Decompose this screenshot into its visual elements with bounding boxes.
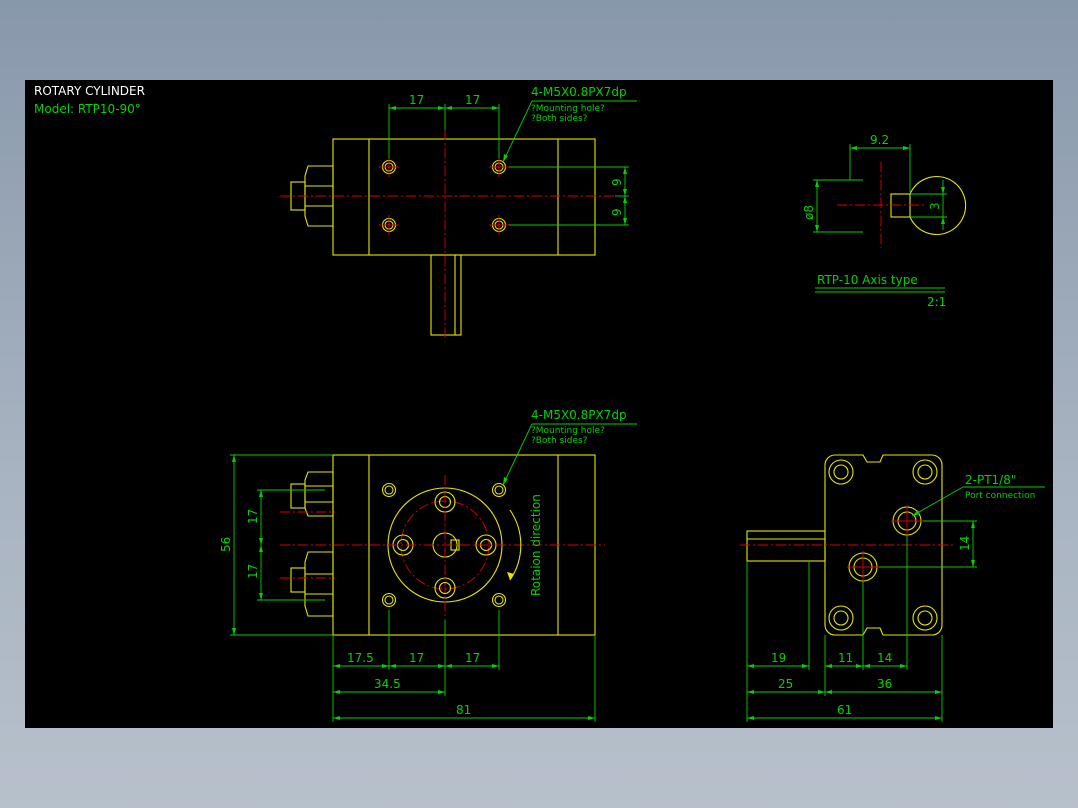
- front-nut-upper: [304, 471, 334, 517]
- side-dim-14: 14: [877, 651, 892, 665]
- front-dim-b3: 17: [465, 651, 480, 665]
- axis-dim-width: 9.2: [870, 133, 889, 147]
- top-callout-note2: ?Both sides?: [531, 114, 588, 124]
- cad-drawing-canvas: ROTARY CYLINDER Model: RTP10-90°: [25, 80, 1053, 728]
- top-dim-right: 17: [465, 93, 480, 107]
- side-port-note: Port connection: [965, 491, 1035, 501]
- axis-dim-diameter: ø8: [802, 205, 816, 220]
- front-dim-mid: 34.5: [374, 677, 401, 691]
- top-view: 17 17 9 9 4-M5X0.8PX7dp ?Mounting hole? …: [280, 85, 637, 342]
- side-dim-25: 25: [778, 677, 793, 691]
- front-dim-upper: 17: [246, 509, 260, 524]
- axis-key: [890, 193, 911, 218]
- side-dim-19: 19: [771, 651, 786, 665]
- front-hole-2: [491, 482, 507, 498]
- axis-circle: [909, 175, 967, 236]
- front-dim-lower: 17: [246, 564, 260, 579]
- rotation-label: Rotaion direction: [529, 494, 543, 596]
- front-nut-lower: [304, 551, 334, 617]
- top-dim-left: 17: [409, 93, 424, 107]
- axis-dim-key: 3: [928, 202, 942, 210]
- side-dim-11: 11: [838, 651, 853, 665]
- side-dim-61: 61: [837, 703, 852, 717]
- front-dim-height: 56: [219, 537, 233, 552]
- model-label: Model: RTP10-90°: [34, 102, 141, 116]
- front-callout: 4-M5X0.8PX7dp: [531, 408, 627, 422]
- axis-detail: 9.2 ø8 3 RTP-10 Axis type 2:1: [802, 133, 967, 309]
- top-body-outline: [332, 138, 596, 256]
- front-callout-note1: ?Mounting hole?: [531, 426, 605, 436]
- top-dim-v-top: 9: [610, 178, 624, 186]
- drawing-svg: ROTARY CYLINDER Model: RTP10-90°: [34, 84, 1045, 722]
- front-hole-1: [381, 482, 397, 498]
- drawing-title: ROTARY CYLINDER: [34, 84, 145, 98]
- top-callout-note1: ?Mounting hole?: [531, 104, 605, 114]
- front-hole-4: [491, 592, 507, 608]
- front-callout-note2: ?Both sides?: [531, 436, 588, 446]
- title-block: ROTARY CYLINDER Model: RTP10-90°: [34, 84, 145, 116]
- front-hole-3: [381, 592, 397, 608]
- front-view: Rotaion direction 4-M5X0.8PX7dp ?Mountin…: [219, 408, 637, 722]
- top-shaft: [430, 254, 462, 336]
- side-dim-v: 14: [958, 536, 972, 551]
- rotation-arrow: [509, 509, 522, 581]
- top-nut: [304, 165, 334, 227]
- side-dim-36: 36: [877, 677, 892, 691]
- axis-scale: 2:1: [927, 295, 946, 309]
- side-body-outline: [824, 454, 943, 636]
- side-view: 2-PT1/8" Port connection 14 19 11 14 25 …: [740, 454, 1045, 722]
- side-port-callout: 2-PT1/8": [965, 473, 1016, 487]
- front-dim-b1: 17.5: [347, 651, 374, 665]
- top-dim-v-bottom: 9: [610, 208, 624, 216]
- axis-type-label: RTP-10 Axis type: [817, 273, 918, 287]
- front-dim-total: 81: [456, 703, 471, 717]
- top-callout: 4-M5X0.8PX7dp: [531, 85, 627, 99]
- front-dim-b2: 17: [409, 651, 424, 665]
- side-shaft: [746, 530, 826, 562]
